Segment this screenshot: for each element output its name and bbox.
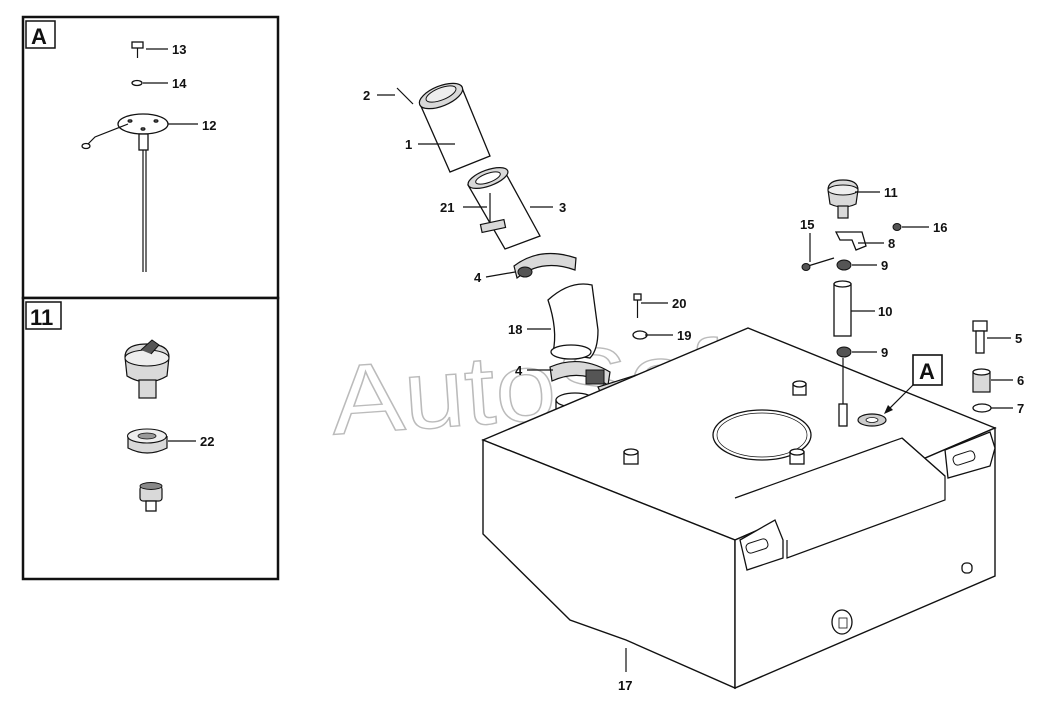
breather-cap-drawing: [124, 339, 170, 399]
panel-a-tag: A: [31, 24, 47, 49]
fuel-sender-12-drawing: [81, 113, 169, 272]
callout-numbers: 2 1 3 21 4 18 4 20 19 11 8 16 15 9 10 9 …: [363, 88, 1024, 693]
filler-cap-1-drawing: [418, 82, 491, 173]
callout-13: 13: [172, 42, 186, 57]
callout-2: 2: [363, 88, 370, 103]
bolt-5-drawing: [972, 320, 988, 354]
callout-9-upper: 9: [881, 258, 888, 273]
panel-11-tag: 11: [30, 305, 53, 330]
callout-20: 20: [672, 296, 686, 311]
elbow-hose-18-drawing: [547, 283, 599, 360]
callout-14: 14: [172, 76, 187, 91]
callout-19: 19: [677, 328, 691, 343]
spacer-6-drawing: [972, 368, 991, 393]
callout-10: 10: [878, 304, 892, 319]
callout-4-lower: 4: [515, 363, 523, 378]
callout-1: 1: [405, 137, 412, 152]
detail-ref-a-tag: A: [919, 359, 935, 384]
clamp-9-upper-drawing: [836, 259, 852, 271]
callout-11: 11: [884, 185, 898, 200]
callout-9-lower: 9: [881, 345, 888, 360]
hose-10-drawing: [833, 280, 852, 337]
sealing-ring-22-drawing: [126, 428, 168, 454]
detail-panel-11: 11 22: [21, 296, 280, 581]
callout-15: 15: [800, 217, 814, 232]
detail-reference-a: A: [884, 354, 943, 414]
nut-16-drawing: [892, 223, 902, 231]
callout-4-upper: 4: [474, 270, 482, 285]
bracket-8-drawing: [834, 231, 867, 251]
callout-16: 16: [933, 220, 947, 235]
bracket-21-drawing: [479, 193, 507, 234]
hose-clamp-4-lower-drawing: [549, 360, 611, 386]
callout-5: 5: [1015, 331, 1022, 346]
bolt-20-drawing: [633, 293, 642, 318]
callout-8: 8: [888, 236, 895, 251]
callout-12: 12: [202, 118, 216, 133]
washer-14-drawing: [131, 79, 143, 87]
callout-3: 3: [559, 200, 566, 215]
screw-2-drawing: [396, 87, 414, 105]
callout-6: 6: [1017, 373, 1024, 388]
hose-clamp-4-upper-drawing: [513, 252, 577, 280]
breather-cap-11-drawing: [827, 179, 859, 219]
callout-22: 22: [200, 434, 214, 449]
callout-18: 18: [508, 322, 522, 337]
callout-17: 17: [618, 678, 632, 693]
clamp-9-lower-drawing: [836, 346, 852, 358]
bolt-15-drawing: [801, 257, 835, 271]
washer-19-drawing: [632, 330, 648, 340]
washer-7-drawing: [972, 403, 992, 413]
adapter-drawing: [139, 482, 163, 512]
pipe-3-drawing: [467, 167, 541, 250]
leader-lines: [377, 94, 1013, 672]
callout-21: 21: [440, 200, 454, 215]
screw-13-drawing: [131, 41, 144, 58]
callout-7: 7: [1017, 401, 1024, 416]
detail-panel-a: A 13 14 12: [21, 15, 280, 300]
fuel-tank-17-drawing: [481, 327, 997, 690]
